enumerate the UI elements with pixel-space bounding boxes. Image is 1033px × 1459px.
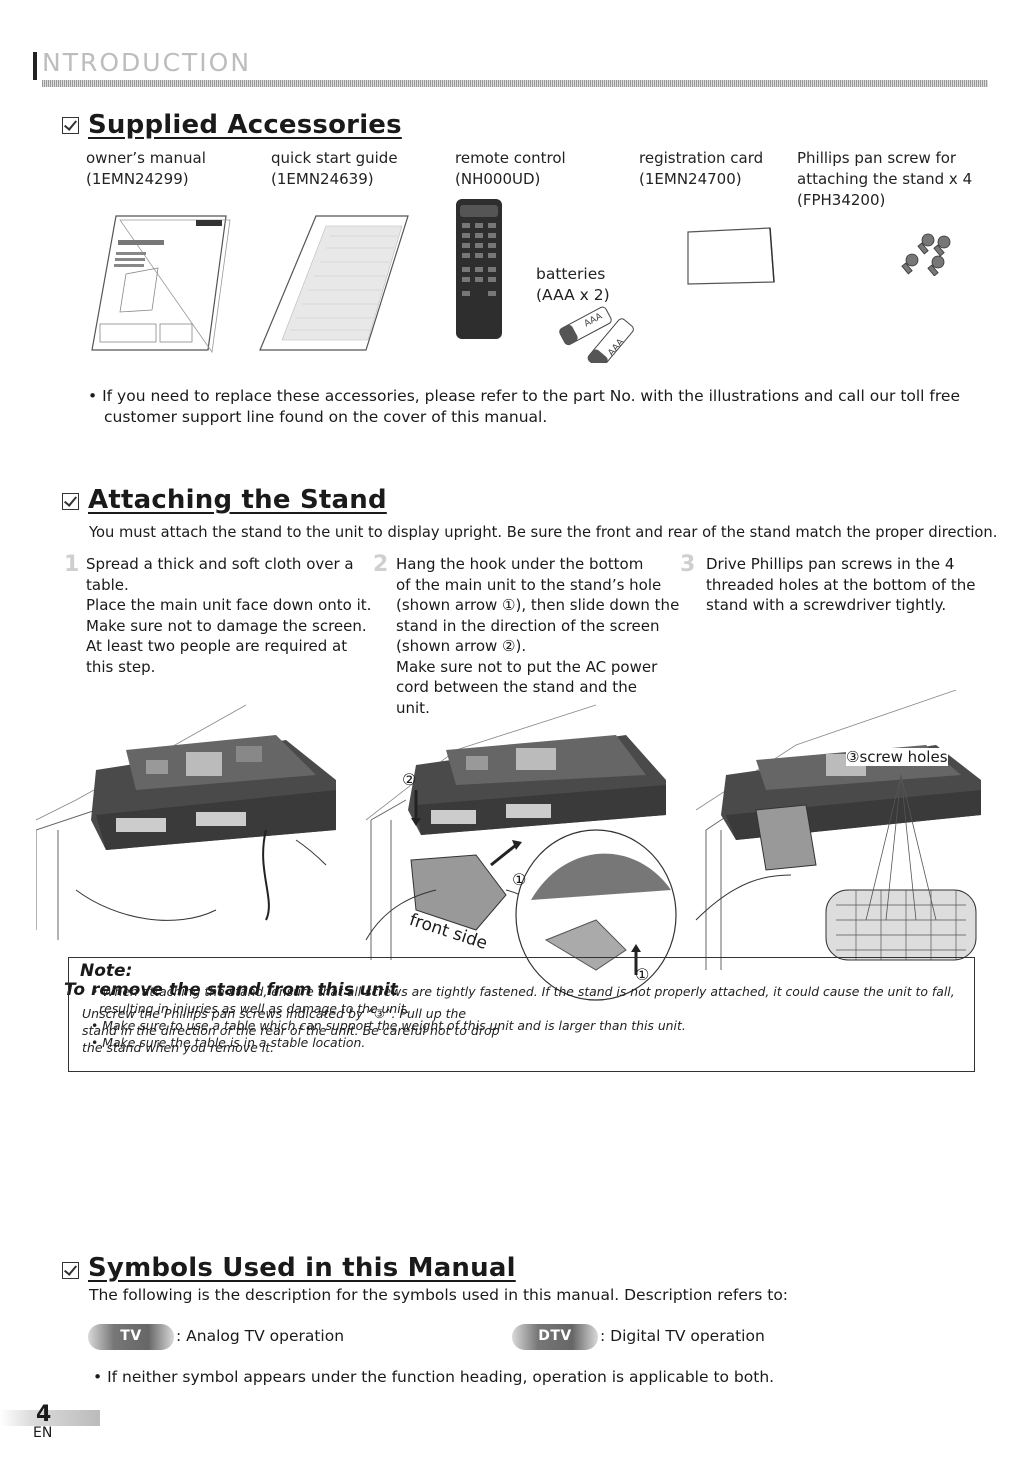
fig-label-arrow-2: ② xyxy=(402,770,417,789)
dtv-badge: DTV xyxy=(512,1324,598,1350)
step-3-illustration xyxy=(695,690,981,970)
tv-desc: : Analog TV operation xyxy=(176,1327,345,1345)
step-1-illustration xyxy=(36,704,336,940)
note-title: Note: xyxy=(80,961,133,981)
step-1-number: 1 xyxy=(64,552,80,577)
remote-control-image xyxy=(456,199,502,339)
owners-manual-image xyxy=(91,215,231,354)
symbols-footer-note: • If neither symbol appears under the fu… xyxy=(93,1368,775,1386)
header-bar xyxy=(33,52,37,80)
batteries-label: batteries(AAA x 2) xyxy=(536,265,610,304)
accessory-remote-control: remote control(NH000UD) xyxy=(455,149,566,188)
screws-image xyxy=(901,233,951,276)
stand-intro: You must attach the stand to the unit to… xyxy=(89,524,998,541)
header-title: NTRODUCTION xyxy=(42,48,252,77)
remove-text: Unscrew the Phillips pan screws indicate… xyxy=(82,1006,500,1055)
section-title-symbols: Symbols Used in this Manual xyxy=(88,1253,516,1283)
step-3-number: 3 xyxy=(680,552,696,577)
page-number-band xyxy=(0,1410,100,1426)
page-number: 4 xyxy=(36,1402,52,1427)
note-box: Note: • When attaching the stand, ensure… xyxy=(68,957,975,1072)
batteries-image: AAA AAA xyxy=(559,306,634,363)
step-2-number: 2 xyxy=(373,552,389,577)
quick-start-guide-image xyxy=(259,215,409,351)
symbols-intro: The following is the description for the… xyxy=(89,1286,789,1304)
registration-card-image xyxy=(687,227,775,285)
note-text: • When attaching the stand, ensure that … xyxy=(91,984,955,1050)
checkbox-icon xyxy=(62,493,79,510)
dtv-desc: : Digital TV operation xyxy=(600,1327,765,1345)
header-rule xyxy=(42,80,988,87)
accessories-note: • If you need to replace these accessori… xyxy=(88,387,960,426)
checkbox-icon xyxy=(62,117,79,134)
accessory-quick-start-guide: quick start guide(1EMN24639) xyxy=(271,149,398,188)
section-title-stand: Attaching the Stand xyxy=(88,485,387,515)
section-title-supplied: Supplied Accessories xyxy=(88,110,402,140)
step-2-illustration xyxy=(365,704,677,1001)
fig-label-arrow-1b: ① xyxy=(635,965,650,984)
tv-badge: TV xyxy=(88,1324,174,1350)
accessory-owners-manual: owner’s manual(1EMN24299) xyxy=(86,149,206,188)
checkbox-icon xyxy=(62,1262,79,1279)
fig-label-arrow-1a: ① xyxy=(512,870,527,889)
accessory-registration-card: registration card(1EMN24700) xyxy=(639,149,764,188)
fig-label-screw-holes: ③screw holes xyxy=(846,748,948,766)
remove-title: To remove the stand from this unit xyxy=(64,980,398,1000)
language-label: EN xyxy=(33,1425,53,1441)
